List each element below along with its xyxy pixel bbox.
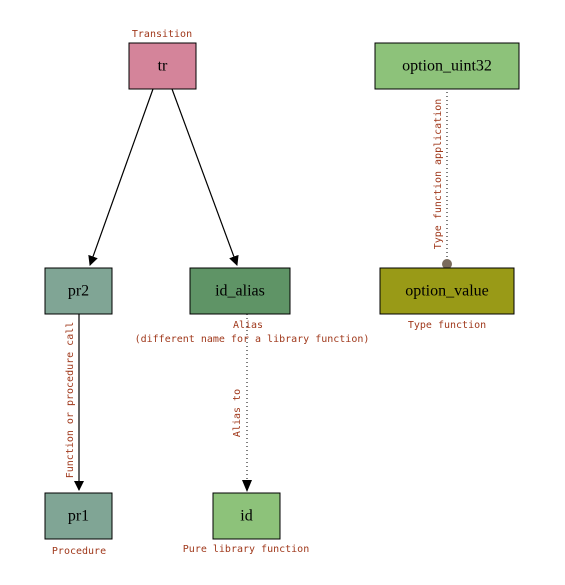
edge-label-call: Function or procedure call: [65, 322, 76, 479]
node-option-value-label: option_value: [405, 283, 489, 300]
edge-tr-to-pr2: [88, 88, 154, 266]
node-pr2-label: pr2: [68, 283, 89, 300]
edge-label-alias-to: Alias to: [232, 389, 243, 437]
node-tr-label: tr: [158, 58, 168, 75]
node-pr2[interactable]: pr2: [44, 267, 113, 315]
node-option-uint32-label: option_uint32: [402, 58, 492, 75]
node-id-alias-label: id_alias: [215, 283, 265, 300]
node-id-alias[interactable]: id_alias: [189, 267, 291, 315]
node-pr1-caption: Procedure: [52, 546, 106, 557]
edge-tr-to-id-alias: [171, 88, 239, 266]
node-id-alias-caption-1: Alias: [233, 320, 263, 331]
edge-id-alias-to-id-arrowhead: [242, 480, 252, 492]
node-option-value[interactable]: option_value: [379, 267, 515, 315]
node-pr1-label: pr1: [68, 508, 89, 525]
node-option-uint32[interactable]: option_uint32: [374, 42, 520, 90]
edge-label-type-app: Type function application: [433, 99, 444, 250]
node-id[interactable]: id: [212, 492, 281, 540]
node-tr[interactable]: tr: [128, 42, 197, 90]
node-id-caption: Pure library function: [183, 544, 309, 555]
node-id-alias-caption-2: (different name for a library function): [135, 334, 370, 345]
edge-type-app-dot: [442, 259, 452, 269]
node-pr1[interactable]: pr1: [44, 492, 113, 540]
node-id-label: id: [240, 508, 252, 525]
node-tr-caption: Transition: [132, 29, 192, 40]
node-option-value-caption: Type function: [408, 320, 486, 331]
